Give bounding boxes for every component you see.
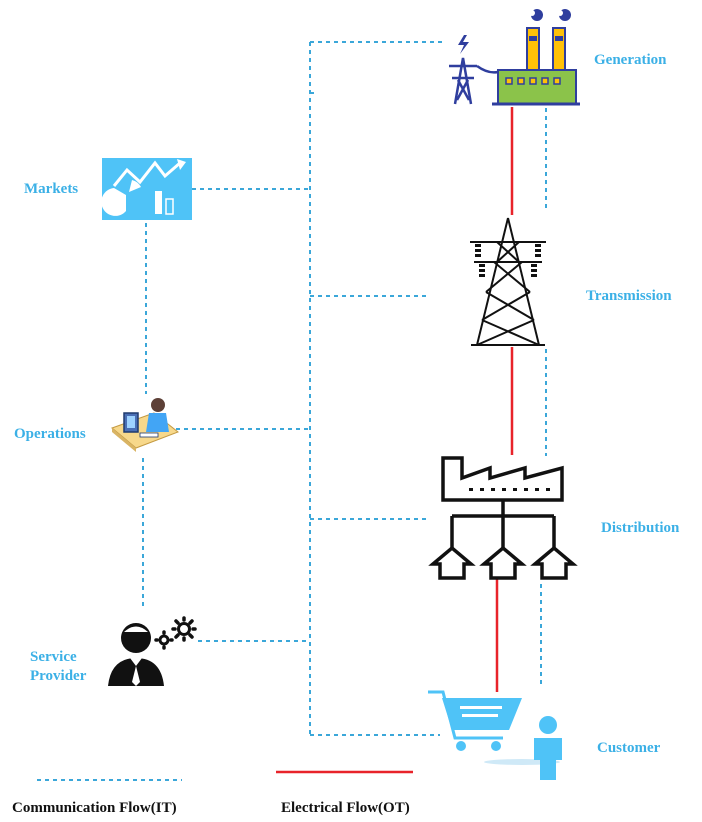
power-plant-icon (449, 9, 580, 106)
transmission-label: Transmission (586, 288, 672, 304)
service-provider-label-line1: Service (30, 649, 77, 665)
transmission-tower-icon (470, 217, 546, 346)
legend-electrical-label: Electrical Flow(OT) (281, 800, 410, 816)
distribution-label: Distribution (601, 520, 680, 536)
service-provider-label-line2: Provider (30, 668, 87, 684)
customer-person-icon (484, 716, 562, 780)
service-provider-icon (108, 616, 197, 686)
generation-label: Generation (594, 52, 667, 68)
operations-desk-icon (111, 398, 180, 452)
customer-label: Customer (597, 740, 661, 756)
shopping-cart-icon (428, 690, 522, 751)
legend-communication-label: Communication Flow(IT) (12, 800, 177, 816)
markets-label: Markets (24, 181, 79, 197)
communication-lines (142, 41, 547, 736)
markets-chart-icon (101, 158, 192, 220)
operations-label: Operations (14, 426, 86, 442)
electrical-lines (495, 107, 514, 692)
distribution-factory-icon (428, 456, 578, 580)
